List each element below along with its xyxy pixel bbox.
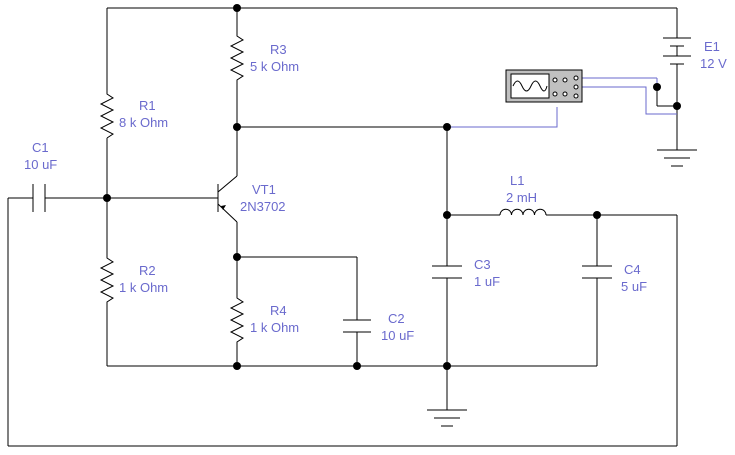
sine-wave-icon [512, 80, 548, 92]
resistor-r1[interactable] [99, 88, 115, 139]
resistor-r3[interactable] [229, 30, 245, 84]
junction-nodes [103, 4, 681, 370]
r4-value-label: 1 k Ohm [250, 320, 299, 335]
e1-ref-label: E1 [704, 39, 720, 54]
c4-value-label: 5 uF [621, 279, 647, 294]
c3-value-label: 1 uF [474, 274, 500, 289]
r1-ref-label: R1 [139, 98, 156, 113]
capacitor-c4[interactable] [582, 265, 612, 279]
oscilloscope[interactable] [505, 69, 583, 103]
r2-ref-label: R2 [139, 263, 156, 278]
capacitor-c1[interactable] [32, 184, 46, 212]
l1-ref-label: L1 [510, 173, 524, 188]
ground-symbol-bottom [427, 409, 467, 427]
vt1-value-label: 2N3702 [240, 199, 286, 214]
ground-symbol-top [657, 149, 697, 167]
e1-value-label: 12 V [700, 56, 727, 71]
c1-ref-label: C1 [32, 140, 49, 155]
r4-ref-label: R4 [270, 303, 287, 318]
resistor-r4[interactable] [229, 292, 245, 346]
c2-value-label: 10 uF [381, 328, 414, 343]
capacitor-c2[interactable] [343, 319, 371, 333]
resistor-r2[interactable] [99, 252, 115, 306]
l1-value-label: 2 mH [506, 190, 537, 205]
r1-value-label: 8 k Ohm [119, 115, 168, 130]
c3-ref-label: C3 [474, 257, 491, 272]
c2-ref-label: C2 [388, 311, 405, 326]
probe-wires [447, 77, 677, 128]
inductor-l1[interactable] [499, 208, 547, 216]
battery-e1[interactable] [663, 37, 691, 72]
vt1-ref-label: VT1 [252, 182, 276, 197]
r3-value-label: 5 k Ohm [250, 59, 299, 74]
r3-ref-label: R3 [270, 42, 287, 57]
r2-value-label: 1 k Ohm [119, 280, 168, 295]
c1-value-label: 10 uF [24, 157, 57, 172]
transistor-vt1[interactable] [217, 175, 238, 223]
capacitor-c3[interactable] [432, 265, 462, 279]
c4-ref-label: C4 [624, 262, 641, 277]
